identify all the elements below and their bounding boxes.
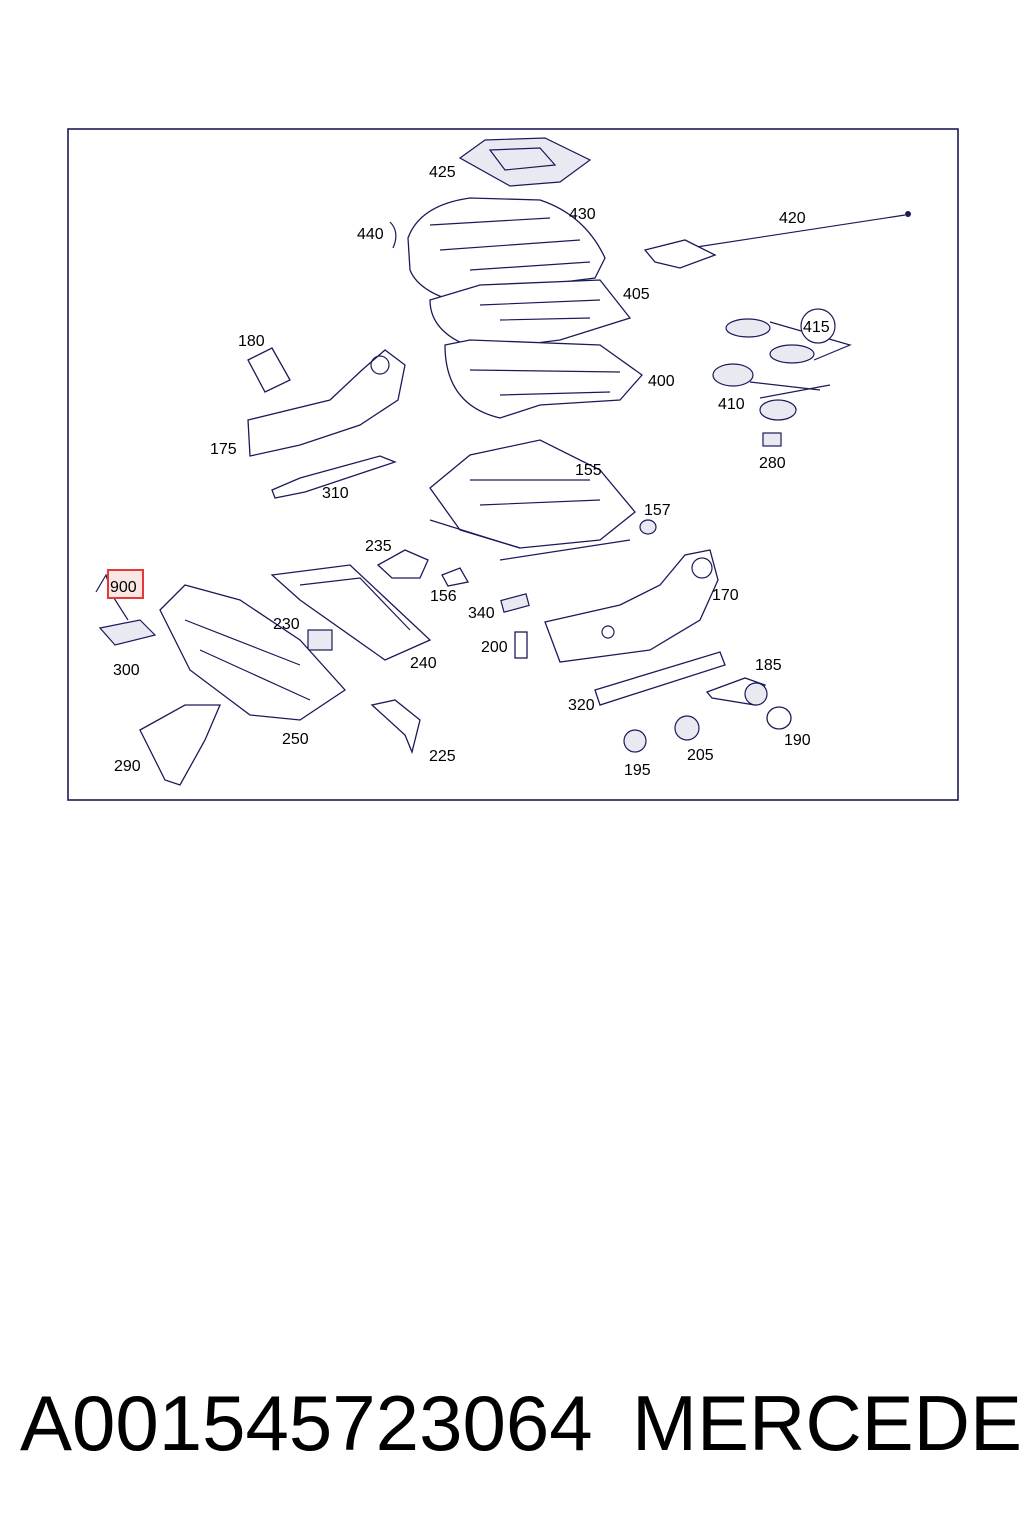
- label-200: 200: [481, 639, 508, 656]
- label-235: 235: [365, 538, 392, 555]
- part-425: [458, 137, 592, 187]
- part-310: [271, 455, 397, 499]
- label-180: 180: [238, 333, 265, 350]
- part-175: [247, 349, 406, 457]
- label-225: 225: [429, 748, 456, 765]
- brand-name: MERCEDES: [632, 1379, 1024, 1467]
- part-340: [500, 593, 530, 613]
- label-185: 185: [755, 657, 782, 674]
- label-230: 230: [273, 616, 300, 633]
- label-205: 205: [687, 747, 714, 764]
- part-320: [594, 651, 726, 706]
- part-280: [762, 432, 782, 447]
- part-420: [643, 211, 911, 269]
- part-400: [444, 339, 643, 419]
- label-430: 430: [569, 206, 596, 223]
- part-410: [712, 363, 831, 421]
- label-420: 420: [779, 210, 806, 227]
- part-240: [270, 564, 432, 661]
- label-415: 415: [803, 319, 830, 336]
- label-240: 240: [410, 655, 437, 672]
- label-155: 155: [575, 462, 602, 479]
- label-310: 310: [322, 485, 349, 502]
- part-235: [376, 549, 429, 579]
- label-280: 280: [759, 455, 786, 472]
- part-225: [370, 699, 421, 755]
- label-195: 195: [624, 762, 651, 779]
- part-number: A001545723064: [20, 1379, 593, 1467]
- part-290: [139, 704, 221, 786]
- part-430: [407, 197, 606, 306]
- label-440: 440: [357, 226, 384, 243]
- label-156: 156: [430, 588, 457, 605]
- label-250: 250: [282, 731, 309, 748]
- part-180: [247, 347, 291, 393]
- part-440: [389, 221, 397, 249]
- diagram-frame: [67, 128, 959, 801]
- part-155: [429, 439, 636, 561]
- part-230: [307, 629, 333, 651]
- part-157: [639, 519, 657, 535]
- label-410: 410: [718, 396, 745, 413]
- part-170: [544, 549, 719, 663]
- part-190: [766, 706, 792, 730]
- label-290: 290: [114, 758, 141, 775]
- label-400: 400: [648, 373, 675, 390]
- part-405: [429, 279, 632, 351]
- part-205: [674, 715, 700, 741]
- label-340: 340: [468, 605, 495, 622]
- label-405: 405: [623, 286, 650, 303]
- caption: A001545723064 MERCEDES: [0, 1378, 1024, 1468]
- label-300: 300: [113, 662, 140, 679]
- part-250: [159, 584, 346, 721]
- part-200: [514, 631, 528, 659]
- part-300: [98, 619, 157, 646]
- label-320: 320: [568, 697, 595, 714]
- part-195: [623, 729, 647, 753]
- label-170: 170: [712, 587, 739, 604]
- label-900: 900: [110, 579, 137, 596]
- part-156: [441, 567, 470, 587]
- highlight-box-900: [107, 569, 144, 599]
- label-425: 425: [429, 164, 456, 181]
- exploded-parts-diagram: 900 425 430 440 420 405 415 180 400 410 …: [67, 128, 959, 801]
- part-185: [705, 677, 768, 706]
- label-175: 175: [210, 441, 237, 458]
- part-415: [725, 308, 852, 364]
- label-190: 190: [784, 732, 811, 749]
- label-157: 157: [644, 502, 671, 519]
